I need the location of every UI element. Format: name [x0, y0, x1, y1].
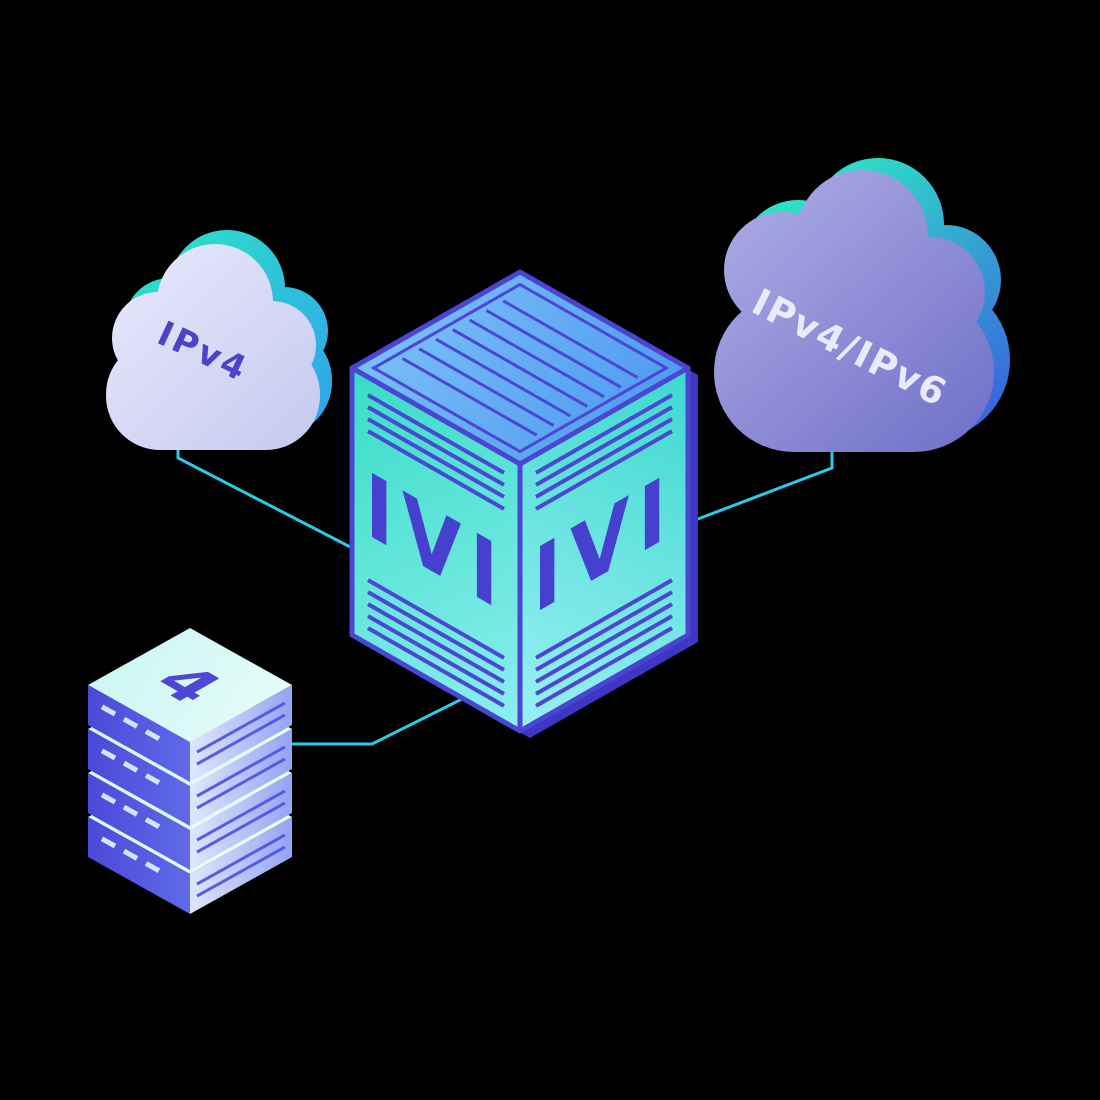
- cube-top-face-stripes: [401, 299, 639, 437]
- tray-panel-lines: [196, 701, 286, 766]
- connector-stack-to-cube: [280, 693, 471, 746]
- ipv4-ipv6-cloud: IPv4/IPv6: [714, 158, 1010, 452]
- tray-vent-slots: [100, 836, 161, 873]
- ivi-translator-cube: IVI IVI: [349, 269, 698, 738]
- cube-left-face-stripes: [367, 393, 505, 708]
- tray-vent-slots: [100, 792, 161, 829]
- cube-right-face-stripes: [535, 393, 673, 708]
- server-tray: 4: [88, 628, 292, 782]
- tray-vent-slots: [100, 748, 161, 785]
- ipv4-ipv6-cloud-front: [714, 170, 994, 452]
- ipv4-server-stack: 4: [88, 628, 292, 914]
- ipv4-cloud: IPv4: [106, 230, 332, 450]
- tray-panel-lines: [196, 833, 286, 898]
- tray-vent-slots: [100, 704, 161, 741]
- tray-panel-lines: [196, 789, 286, 854]
- cube-top-face-inner-border: [370, 282, 670, 454]
- ipv4-cloud-front: [106, 244, 320, 450]
- tray-panel-lines: [196, 745, 286, 810]
